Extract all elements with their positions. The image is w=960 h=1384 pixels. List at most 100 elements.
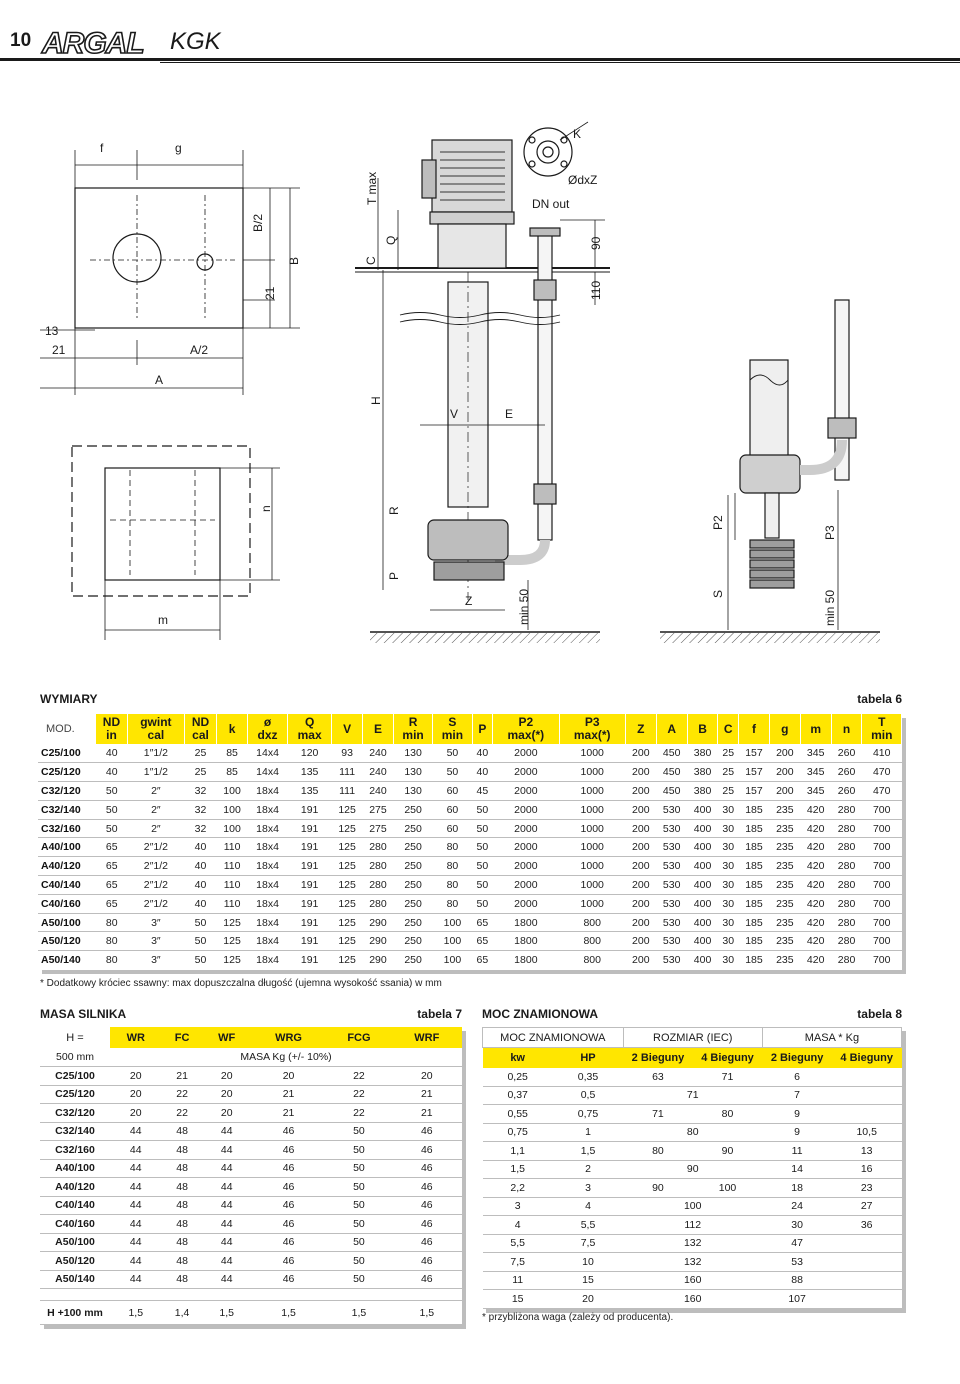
- table-cell: 90: [623, 1178, 693, 1198]
- column-header: g: [769, 714, 801, 744]
- table-cell: 21: [391, 1103, 462, 1123]
- label-m: m: [158, 613, 168, 627]
- header-top: n: [842, 721, 851, 736]
- table-cell: 400: [687, 819, 718, 839]
- table-cell: 80: [432, 856, 473, 877]
- column-header: k: [216, 714, 248, 744]
- table-cell: 410: [861, 744, 902, 764]
- model-cell: A40/100: [40, 1159, 110, 1178]
- table-cell: 185: [738, 837, 770, 858]
- table-cell: 15: [552, 1271, 624, 1290]
- table-cell: 700: [861, 894, 902, 914]
- table-cell: 80: [623, 1141, 693, 1161]
- table-cell: 1000: [559, 856, 626, 877]
- label-b-half: B/2: [251, 214, 265, 232]
- header-bottom: max(*): [507, 728, 545, 742]
- table-cell: 20: [391, 1066, 462, 1086]
- table-cell: 21: [250, 1085, 327, 1104]
- table-cell: 125: [331, 837, 363, 858]
- table-cell: 700: [861, 913, 902, 933]
- label-90: 90: [589, 236, 603, 250]
- table-cell: 46: [391, 1159, 462, 1178]
- table-cell: 2: [552, 1160, 624, 1179]
- label-odxz: ØdxZ: [568, 173, 597, 187]
- table-cell: 130: [393, 762, 433, 783]
- table-cell: 100: [443, 954, 462, 967]
- table-cell: 18x4: [247, 819, 288, 839]
- header-top: T: [878, 715, 886, 729]
- col-mass-2-bieguny: 2 Bieguny: [762, 1047, 832, 1068]
- column-header: P: [472, 714, 494, 744]
- table-cell: 65: [476, 954, 489, 967]
- table-cell: 280: [831, 856, 862, 877]
- table-cell: 400: [687, 875, 718, 895]
- table-cell: 7,5: [482, 1252, 553, 1272]
- table-cell: [831, 1252, 902, 1272]
- table-cell: 185: [738, 800, 770, 820]
- header-top: gwint: [140, 715, 172, 729]
- table-cell: 44: [110, 1233, 162, 1252]
- table-cell: 88: [762, 1271, 832, 1290]
- label-a: A: [155, 373, 163, 387]
- table-cell: 280: [831, 837, 862, 858]
- table-cell: 125: [216, 913, 248, 933]
- table-cell: 1000: [559, 819, 626, 839]
- table-cell: 235: [769, 931, 801, 952]
- table-cell: 32: [184, 781, 217, 801]
- table-cell: 280: [831, 800, 862, 820]
- table-cell: 530: [656, 913, 688, 933]
- table-cell: 200: [625, 931, 657, 952]
- table-cell: 44: [202, 1177, 251, 1197]
- table-cell: 5,5: [552, 1215, 624, 1235]
- table-cell: 250: [393, 931, 433, 952]
- table-cell: 27: [831, 1197, 902, 1216]
- table-cell: 157: [738, 762, 770, 783]
- table-cell: 80: [96, 931, 128, 952]
- table-cell: 80: [432, 837, 473, 858]
- table-cell: 420: [806, 954, 825, 967]
- header-top: B: [698, 721, 707, 736]
- table-cell: 235: [769, 819, 801, 839]
- table-cell: 46: [391, 1270, 462, 1289]
- table-cell: 420: [800, 894, 832, 914]
- table-cell: 1,5: [110, 1300, 162, 1325]
- table-cell: 125: [223, 954, 241, 967]
- table-cell: 100: [216, 781, 248, 801]
- motor-mass-table: H = WR FC WF WRG FCG WRF 500 mm MASA Kg …: [40, 1027, 462, 1325]
- table-cell: 44: [110, 1122, 162, 1141]
- table-cell: 530: [656, 819, 688, 839]
- page-number: 10: [10, 30, 32, 51]
- model-cell: C32/140: [38, 800, 96, 820]
- table-cell: 125: [338, 954, 356, 967]
- table-cell: 110: [216, 856, 248, 877]
- table-cell: 110: [216, 894, 248, 914]
- column-header: m: [800, 714, 832, 744]
- mass-subheader: MASA Kg (+/- 10%): [110, 1048, 462, 1067]
- header-top: C: [723, 721, 733, 736]
- table-cell: 345: [800, 781, 832, 801]
- header-top: E: [373, 721, 382, 736]
- table-cell: 2″1/2: [127, 875, 185, 895]
- label-p2: P2: [711, 515, 725, 530]
- table-cell: 0,35: [552, 1067, 624, 1087]
- table-cell: 16: [831, 1160, 902, 1179]
- table-cell: 71: [692, 1067, 763, 1087]
- table-cell: 0,25: [482, 1067, 553, 1087]
- table7-label: tabela 7: [417, 1007, 462, 1021]
- table-cell: 1: [552, 1123, 624, 1142]
- table-cell: 132: [623, 1252, 763, 1272]
- table-cell: 250: [393, 894, 433, 914]
- table-cell: 1,4: [161, 1300, 203, 1325]
- table-cell: 2,2: [482, 1178, 553, 1198]
- table-cell: 50: [326, 1233, 392, 1252]
